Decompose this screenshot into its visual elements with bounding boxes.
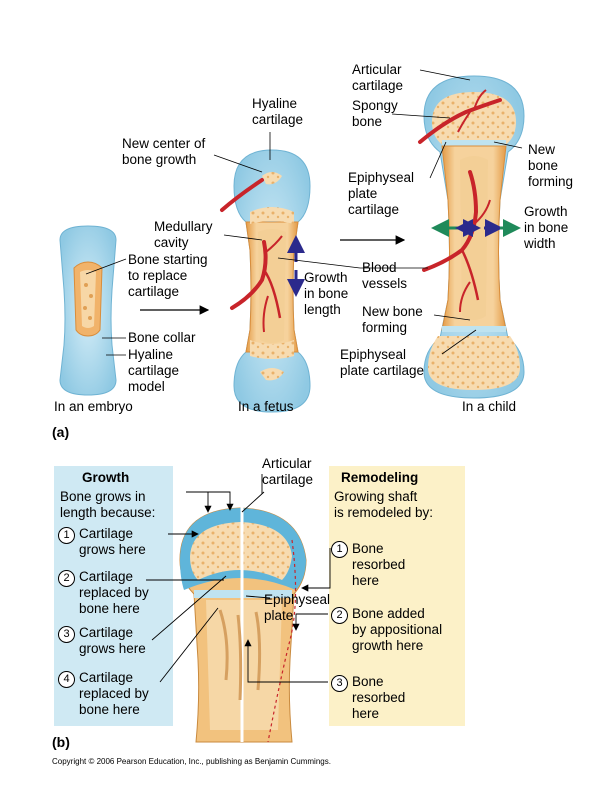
remodel-step-1-text: Bone resorbed here	[352, 541, 406, 588]
remodeling-title: Remodeling	[341, 470, 419, 485]
growth-step-3-text: Cartilage grows here	[79, 625, 146, 656]
remodel-step-2-number: 2	[331, 607, 348, 624]
fetus-bone-illustration	[220, 149, 311, 413]
label-articular-cartilage-b: Articular cartilage	[262, 456, 314, 487]
growth-step-1-number: 1	[58, 527, 75, 544]
label-spongy-bone: Spongy bone	[352, 98, 398, 129]
label-hyaline-cartilage: Hyaline cartilage	[252, 96, 304, 127]
growth-step-3-number: 3	[58, 626, 75, 643]
label-hyaline-model: Hyaline cartilage model	[128, 347, 180, 394]
remodeling-box	[329, 466, 465, 726]
label-blood-vessels: Blood vessels	[362, 260, 408, 291]
remodel-step-1-number: 1	[331, 541, 348, 558]
label-articular-cartilage-a: Articular cartilage	[352, 62, 404, 93]
growth-title: Growth	[82, 470, 130, 485]
label-new-center: New center of bone growth	[122, 136, 206, 167]
label-bone-collar: Bone collar	[128, 330, 196, 345]
growth-step-1-text: Cartilage grows here	[79, 526, 146, 557]
label-growth-width: Growth in bone width	[524, 204, 569, 251]
child-bone-illustration	[418, 75, 525, 399]
label-epiphyseal-plate-b: Epiphyseal plate	[264, 592, 331, 623]
copyright-notice: Copyright © 2006 Pearson Education, Inc.…	[52, 757, 331, 766]
stage-embryo: In an embryo	[54, 399, 133, 414]
label-growth-length: Growth in bone length	[304, 270, 349, 317]
remodel-step-3-text: Bone resorbed here	[352, 674, 406, 721]
label-medullary-cavity: Medullary cavity	[154, 219, 213, 250]
label-epiphyseal-plate-bottom: Epiphyseal plate cartilage	[340, 347, 425, 378]
panel-b-letter: (b)	[52, 734, 70, 750]
label-new-bone-forming-top: New bone forming	[528, 142, 574, 189]
label-new-bone-forming-bottom: New bone forming	[362, 304, 423, 335]
panel-a-letter: (a)	[52, 424, 70, 440]
remodeling-intro: Growing shaft is remodeled by:	[334, 489, 434, 520]
growth-step-4-number: 4	[58, 671, 75, 688]
remodel-step-3-number: 3	[331, 675, 348, 692]
stage-child: In a child	[462, 399, 517, 414]
remodel-step-2-text: Bone added by appositional growth here	[352, 606, 443, 653]
embryo-bone-illustration	[59, 225, 117, 396]
label-bone-starting: Bone starting to replace cartilage	[128, 252, 208, 299]
growth-intro: Bone grows in length because:	[60, 489, 156, 520]
growth-step-2-text: Cartilage replaced by bone here	[79, 569, 149, 616]
growth-step-4-text: Cartilage replaced by bone here	[79, 670, 149, 717]
stage-fetus: In a fetus	[238, 399, 294, 414]
bone-end-illustration	[179, 490, 307, 743]
growth-step-2-number: 2	[58, 570, 75, 587]
label-epiphyseal-plate-top: Epiphyseal plate cartilage	[348, 170, 415, 217]
